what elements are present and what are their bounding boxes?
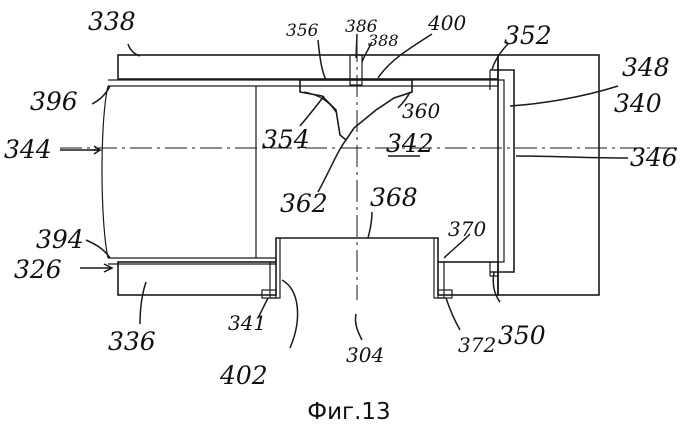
left-open-end bbox=[102, 86, 108, 258]
lower-liner bbox=[108, 258, 276, 264]
label-362: 362 bbox=[280, 189, 328, 218]
label-304: 304 bbox=[346, 343, 384, 367]
leader-354 bbox=[300, 96, 324, 126]
leader-348 bbox=[510, 86, 618, 106]
label-396: 396 bbox=[30, 87, 78, 116]
leader-368 bbox=[368, 212, 372, 238]
leader-402 bbox=[282, 280, 298, 348]
label-352: 352 bbox=[504, 21, 552, 50]
label-350: 350 bbox=[498, 321, 546, 350]
leader-386 bbox=[356, 34, 357, 58]
arrow-344 bbox=[92, 146, 100, 154]
leader-326 bbox=[80, 264, 112, 272]
label-326: 326 bbox=[14, 255, 62, 284]
label-394: 394 bbox=[36, 225, 84, 254]
label-338: 338 bbox=[88, 7, 136, 36]
figure-caption: Фиг.13 bbox=[307, 399, 390, 425]
label-372: 372 bbox=[458, 333, 496, 357]
label-344: 344 bbox=[4, 135, 52, 164]
leader-356 bbox=[318, 40, 326, 80]
label-368: 368 bbox=[370, 183, 418, 212]
label-340: 340 bbox=[614, 89, 662, 118]
label-388: 388 bbox=[368, 31, 399, 50]
label-354: 354 bbox=[262, 125, 310, 154]
leader-372 bbox=[446, 298, 460, 330]
label-402: 402 bbox=[219, 361, 268, 390]
leader-346 bbox=[516, 156, 628, 158]
bottom-wall-left bbox=[118, 262, 276, 295]
label-370: 370 bbox=[448, 217, 486, 241]
label-336: 336 bbox=[108, 327, 156, 356]
label-400: 400 bbox=[427, 11, 466, 35]
upper-liner bbox=[108, 80, 498, 86]
end-liner-346 bbox=[498, 80, 504, 262]
label-356: 356 bbox=[286, 21, 319, 41]
leader-336 bbox=[140, 282, 146, 324]
label-348: 348 bbox=[622, 53, 670, 82]
end-cap-348 bbox=[490, 70, 514, 272]
top-wall bbox=[118, 55, 498, 79]
outlet-wall-left bbox=[270, 238, 280, 298]
seal-341 bbox=[262, 290, 276, 298]
leader-304 bbox=[355, 314, 362, 340]
right-block bbox=[498, 55, 599, 295]
outlet-wall-right bbox=[434, 238, 444, 298]
label-346: 346 bbox=[630, 143, 678, 172]
label-360: 360 bbox=[402, 99, 440, 123]
label-342: 342 bbox=[386, 129, 434, 158]
label-341: 341 bbox=[228, 311, 266, 335]
seal-372 bbox=[438, 290, 452, 298]
